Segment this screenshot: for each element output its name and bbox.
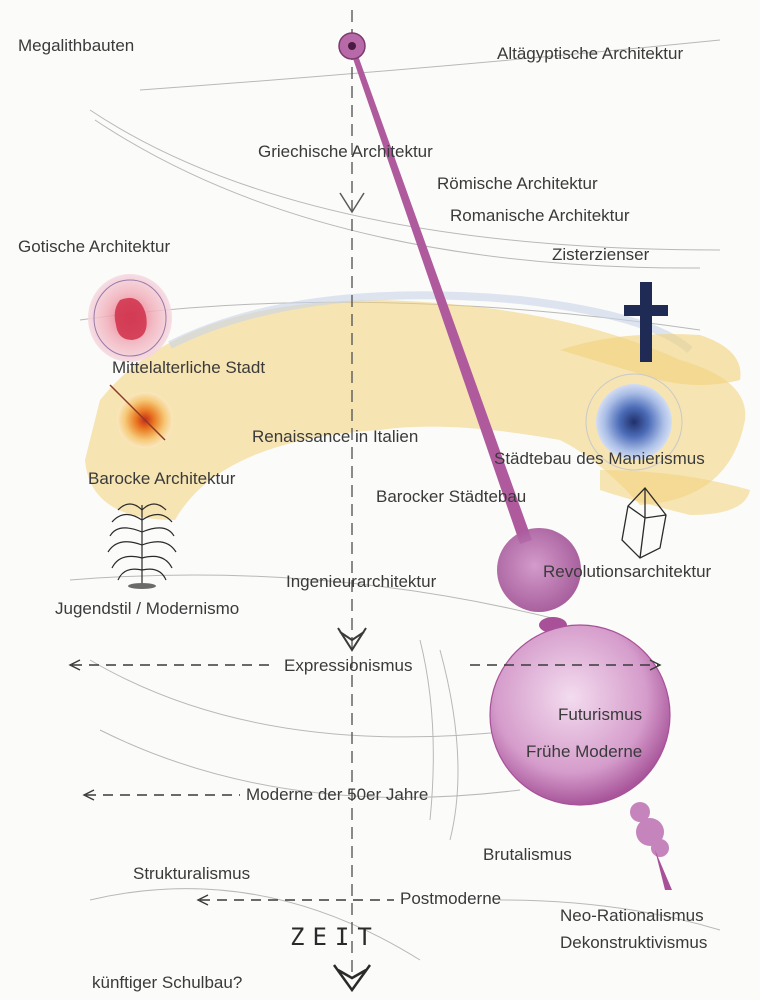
label-staedtebau-des-manierismus: Städtebau des Manierismus <box>494 449 705 468</box>
orange-blob-icon <box>109 384 173 448</box>
label-postmoderne: Postmoderne <box>400 889 502 908</box>
arrowhead-icon <box>332 964 372 993</box>
label-roemische-architektur: Römische Architektur <box>437 174 598 193</box>
magenta-tail <box>630 802 672 890</box>
label-zisterzienser: Zisterzienser <box>552 245 650 264</box>
label-moderne-der-50er-jahre: Moderne der 50er Jahre <box>246 785 429 804</box>
label-barocke-architektur: Barocke Architektur <box>88 469 236 488</box>
label-brutalismus: Brutalismus <box>483 845 572 864</box>
zeit-label: ZEIT <box>290 923 380 951</box>
postmoderne-arrow <box>196 894 394 906</box>
label-barocker-staedtebau: Barocker Städtebau <box>376 487 527 506</box>
moderne-50er-arrow <box>82 789 240 801</box>
label-mittelalterliche-stadt: Mittelalterliche Stadt <box>112 358 266 377</box>
label-neo-rationalismus: Neo-Rationalismus <box>560 906 704 925</box>
label-griechische-architektur: Griechische Architektur <box>258 142 433 161</box>
arrowhead-icon <box>337 627 367 652</box>
cross-icon <box>624 282 668 362</box>
label-megalithbauten: Megalithbauten <box>18 36 135 55</box>
label-jugendstil-modernismo: Jugendstil / Modernismo <box>55 599 240 618</box>
label-futurismus: Futurismus <box>558 705 643 724</box>
label-dekonstruktivismus: Dekonstruktivismus <box>560 933 708 952</box>
label-renaissance-in-italien: Renaissance in Italien <box>252 427 419 446</box>
label-gotische-architektur: Gotische Architektur <box>18 237 171 256</box>
label-ingenieurarchitektur: Ingenieurarchitektur <box>286 572 437 591</box>
tree-icon <box>107 503 177 589</box>
label-expressionismus: Expressionismus <box>284 656 413 675</box>
embryo-icon <box>88 274 172 362</box>
crystal-icon <box>621 487 667 559</box>
label-romanische-architektur: Romanische Architektur <box>450 206 630 225</box>
magenta-node-large <box>489 624 671 806</box>
label-revolutionsarchitektur: Revolutionsarchitektur <box>543 562 712 581</box>
eye-icon <box>585 373 683 471</box>
magenta-timeline-rod <box>350 50 532 544</box>
label-strukturalismus: Strukturalismus <box>133 864 251 883</box>
expressionismus-arrow <box>68 659 662 671</box>
label-kuenftiger-schulbau: künftiger Schulbau? <box>92 973 243 992</box>
arrowhead-icon <box>339 192 365 214</box>
label-fruehe-moderne: Frühe Moderne <box>526 742 643 761</box>
label-altaegyptische-architektur: Altägyptische Architektur <box>497 44 684 63</box>
magenta-node-medium <box>497 528 581 612</box>
